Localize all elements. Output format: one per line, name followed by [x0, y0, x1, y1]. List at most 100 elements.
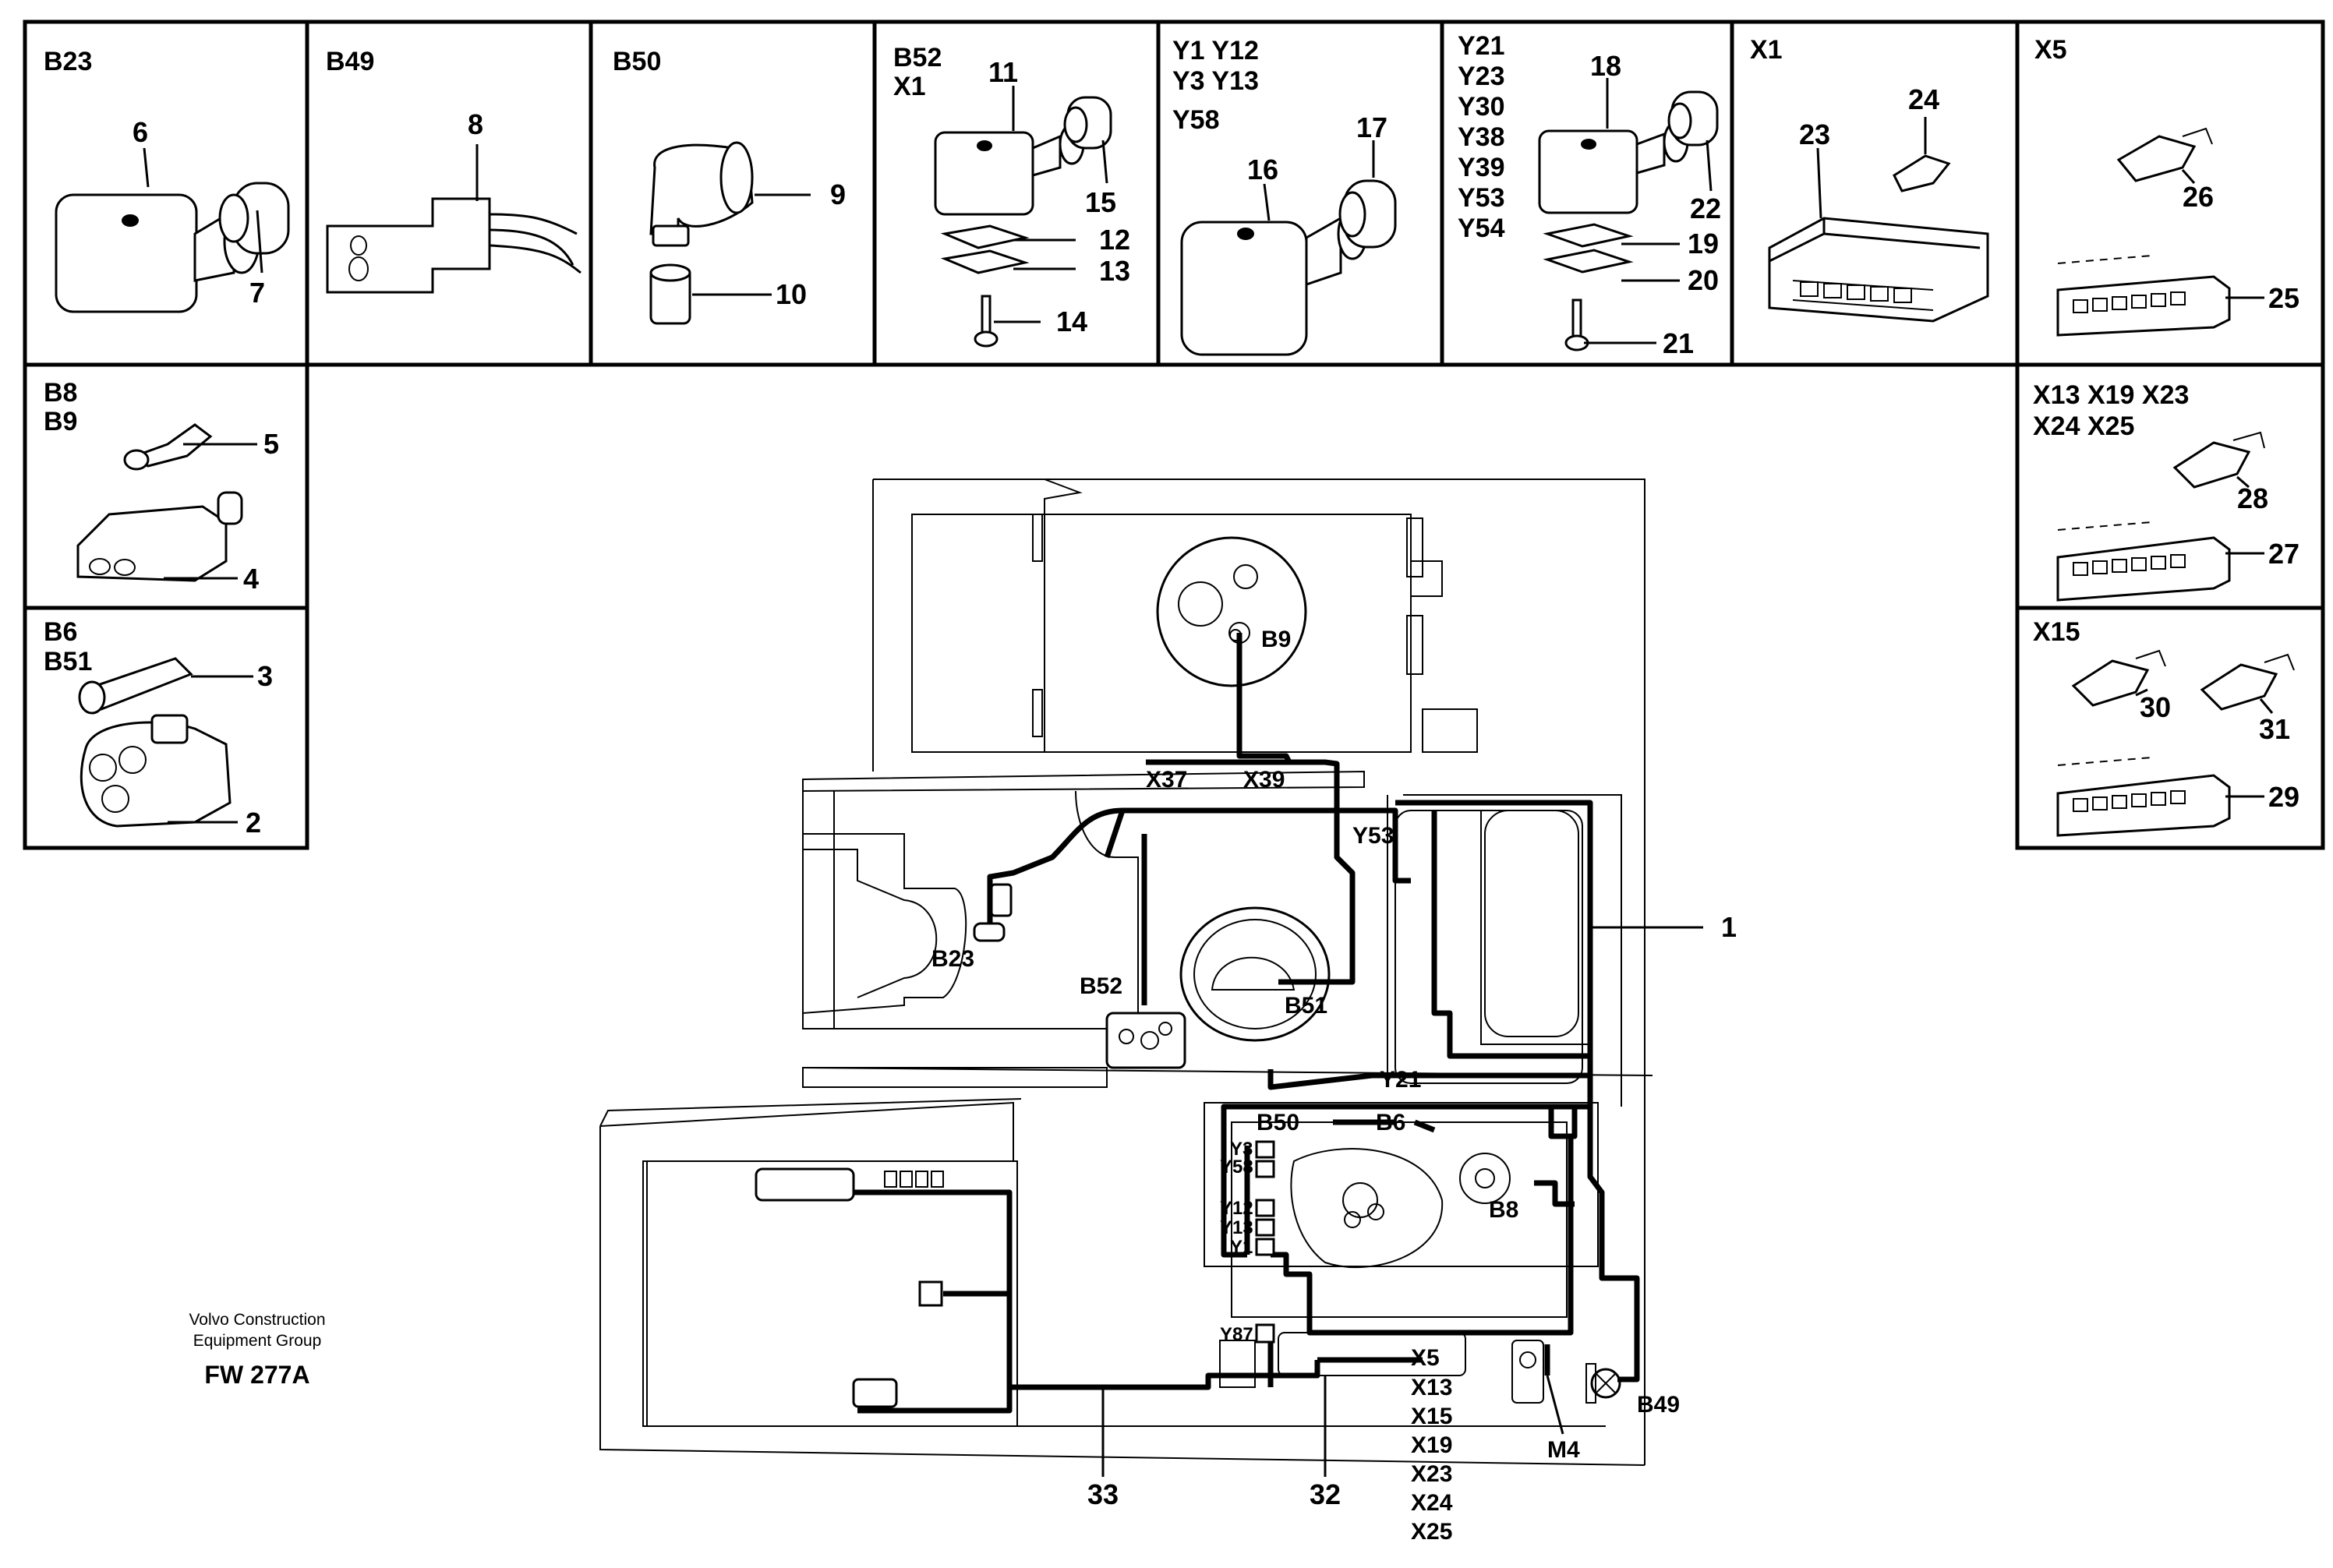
label-x37: X37 — [1146, 767, 1187, 793]
panel-b52: B52 X1 11 15 12 13 14 — [893, 43, 1130, 348]
harness-leaders — [1101, 926, 1703, 1477]
connector-body-icon — [55, 193, 198, 313]
panel-code: B8 — [44, 378, 77, 408]
terminal-pin-icon — [2172, 441, 2251, 489]
multi-pin-housing-icon — [2056, 774, 2231, 837]
panel-b50: B50 9 10 — [613, 47, 846, 325]
label-x13: X13 — [1411, 1375, 1452, 1400]
panel-code: Y38 — [1458, 122, 1505, 152]
callout-5: 5 — [263, 428, 279, 460]
callout-22: 22 — [1690, 192, 1721, 224]
callout-20: 20 — [1688, 264, 1719, 296]
label-b8: B8 — [1489, 1197, 1518, 1223]
panel-code: B9 — [44, 407, 77, 436]
panel-b23: B23 6 7 — [44, 47, 290, 313]
callout-27: 27 — [2268, 538, 2299, 570]
multi-pin-housing-icon — [2056, 536, 2231, 602]
callout-32: 32 — [1310, 1478, 1341, 1510]
label-x19: X19 — [1411, 1432, 1452, 1458]
panel-code: B6 — [44, 617, 77, 647]
multi-pin-housing-icon — [2056, 275, 2231, 337]
label-b52: B52 — [1080, 973, 1122, 999]
pin-cavities-icon — [2073, 554, 2186, 576]
terminal-pin-icon — [1893, 154, 1951, 192]
label-y1: Y1 — [1230, 1237, 1253, 1258]
callout-12: 12 — [1099, 224, 1130, 256]
callout-31: 31 — [2259, 713, 2290, 745]
pin-cavities-icon — [2073, 291, 2186, 313]
callout-2: 2 — [246, 807, 261, 839]
panel-x15: X15 30 31 29 — [2033, 617, 2299, 837]
callout-15: 15 — [1085, 186, 1116, 218]
callout-10: 10 — [776, 278, 807, 310]
panel-x1: X1 23 24 — [1750, 35, 1989, 323]
callout-4: 4 — [243, 563, 259, 595]
panel-b8: B8 B9 5 4 — [44, 378, 279, 595]
panel-code: Y23 — [1458, 62, 1505, 91]
callout-9: 9 — [830, 178, 846, 210]
callout-33: 33 — [1087, 1478, 1119, 1510]
machine-labels: B9 X37 X39 Y53 B23 B52 B51 Y21 B50 B6 B8… — [931, 627, 1680, 1463]
label-y12: Y12 — [1220, 1198, 1253, 1219]
panel-x5: X5 26 25 — [2034, 35, 2299, 337]
callout-30: 30 — [2140, 691, 2171, 723]
label-m4: M4 — [1547, 1437, 1580, 1463]
terminal-pin-icon — [2071, 659, 2150, 707]
callout-25: 25 — [2268, 282, 2299, 314]
terminal-pin-icon — [125, 423, 213, 468]
solenoid-coil-icon — [1180, 221, 1308, 356]
panel-code: X24 X25 — [2033, 411, 2134, 441]
callout-24: 24 — [1908, 83, 1939, 115]
label-b23: B23 — [931, 946, 974, 972]
panel-b49: B49 8 — [326, 47, 581, 294]
panel-code: B49 — [326, 47, 374, 76]
terminal-pin-icon — [2116, 135, 2197, 182]
callout-28: 28 — [2237, 482, 2268, 514]
terminal-pin-icon — [2200, 663, 2278, 711]
label-y87: Y87 — [1220, 1324, 1253, 1345]
label-b6: B6 — [1376, 1110, 1405, 1135]
panel-code: B23 — [44, 47, 92, 76]
panel-code: Y21 — [1458, 31, 1505, 61]
figure-code: FW 277A — [204, 1361, 309, 1389]
label-y3: Y3 — [1230, 1139, 1253, 1160]
company-line2: Equipment Group — [193, 1332, 322, 1350]
panel-grid — [23, 19, 2325, 850]
machine-outline — [599, 479, 1653, 1466]
label-y58: Y58 — [1220, 1157, 1253, 1178]
panel-code: Y1 Y12 — [1172, 36, 1259, 65]
label-y21: Y21 — [1380, 1067, 1421, 1093]
panel-code: X1 — [893, 72, 926, 101]
label-x15: X15 — [1411, 1404, 1452, 1429]
footer: Volvo Construction Equipment Group FW 27… — [189, 1311, 325, 1389]
valve-stack: Y3 Y58 Y12 Y13 Y1 Y87 — [1220, 1139, 1275, 1345]
panel-code: Y58 — [1172, 105, 1220, 135]
callout-29: 29 — [2268, 781, 2299, 813]
panel-code: Y54 — [1458, 214, 1505, 243]
callout-21: 21 — [1663, 327, 1694, 359]
label-x24: X24 — [1411, 1490, 1453, 1516]
label-b9: B9 — [1261, 627, 1291, 652]
panel-code: Y30 — [1458, 92, 1505, 122]
callout-13: 13 — [1099, 255, 1130, 287]
callout-17: 17 — [1356, 111, 1387, 143]
label-x39: X39 — [1243, 767, 1285, 793]
company-line1: Volvo Construction — [189, 1311, 325, 1329]
panel-y21: Y21 Y23 Y30 Y38 Y39 Y53 Y54 18 22 19 20 … — [1458, 31, 1721, 359]
callout-16: 16 — [1247, 154, 1278, 185]
label-x5: X5 — [1411, 1345, 1440, 1371]
callout-7: 7 — [249, 277, 265, 309]
label-b49: B49 — [1637, 1392, 1680, 1418]
label-x23: X23 — [1411, 1461, 1452, 1487]
pin-cavities-icon — [2073, 790, 2186, 812]
callout-23: 23 — [1799, 118, 1830, 150]
panel-code: B50 — [613, 47, 661, 76]
panel-code: Y3 Y13 — [1172, 66, 1259, 96]
callout-19: 19 — [1688, 228, 1719, 260]
panel-code: X1 — [1750, 35, 1783, 65]
callout-6: 6 — [133, 116, 148, 148]
harness-callouts: 1 33 32 — [1087, 911, 1737, 1510]
label-y13: Y13 — [1220, 1217, 1253, 1238]
label-b51: B51 — [1285, 993, 1327, 1019]
